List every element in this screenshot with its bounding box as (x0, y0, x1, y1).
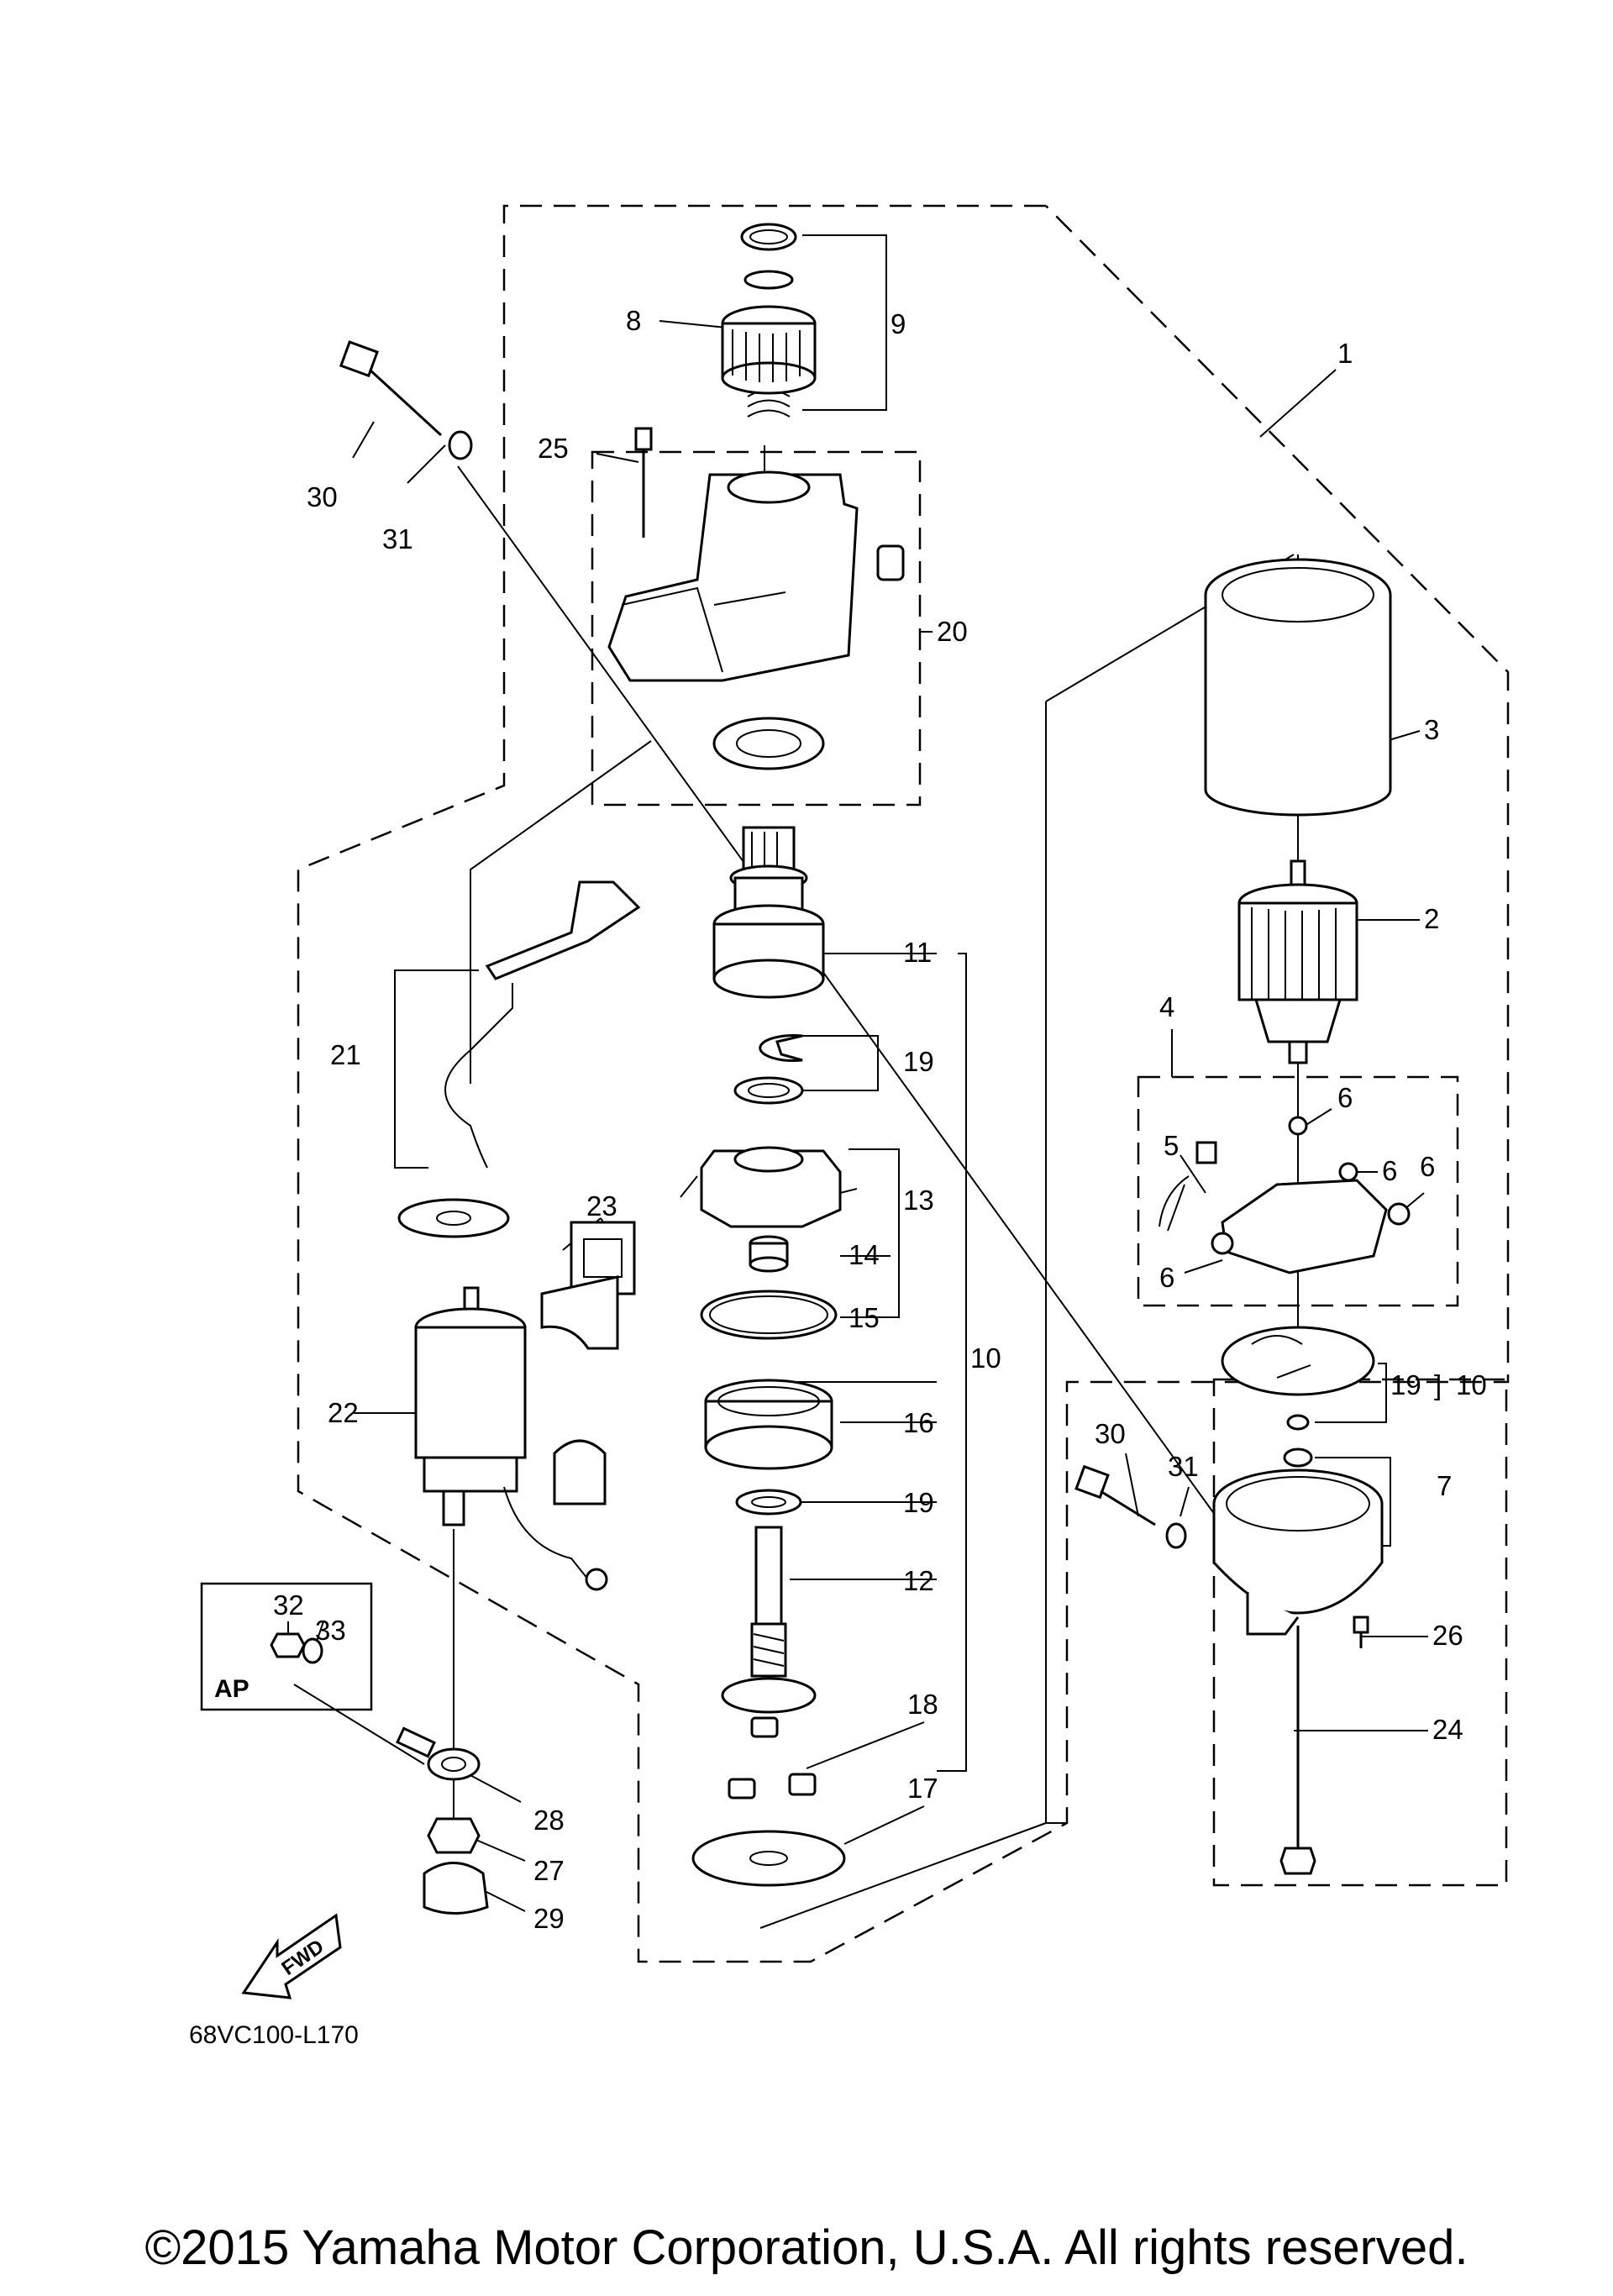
callout-31b: 31 (1168, 1451, 1199, 1482)
callout-9: 9 (891, 308, 906, 339)
bracket-19-10-right (1315, 1363, 1387, 1423)
callout-19b: 19 (903, 1487, 934, 1518)
pinion-drive (712, 826, 825, 999)
callout-15: 15 (849, 1302, 880, 1333)
callout-6d: 6 (1159, 1262, 1174, 1293)
planet-gears (728, 1716, 817, 1799)
starter-relay (414, 1286, 608, 1591)
bolt-30-left (339, 340, 443, 437)
callout-32: 32 (273, 1589, 304, 1621)
callout-27: 27 (533, 1855, 565, 1886)
washer-31-left (448, 430, 473, 460)
stopper-ring-kit (740, 223, 797, 418)
through-bolt-24 (1279, 1626, 1316, 1875)
ap-label: AP (214, 1675, 250, 1703)
callout-28: 28 (533, 1805, 565, 1836)
callout-33: 33 (315, 1615, 346, 1646)
bracket-13 (849, 1148, 900, 1318)
o-ring-15 (700, 1290, 838, 1340)
callout-6b: 6 (1382, 1155, 1397, 1186)
cap-29 (423, 1862, 489, 1915)
terminal-28 (396, 1726, 481, 1781)
rear-end-cover (1212, 1468, 1384, 1636)
exploded-parts-diagram: 1 2 3 4 5 6 6 6 6 7 8 9 10 10 11 12 13 1… (189, 204, 1510, 2049)
callout-6a: 6 (1337, 1082, 1353, 1113)
callout-17: 17 (907, 1773, 938, 1804)
callout-4: 4 (1159, 991, 1174, 1022)
callout-31a: 31 (382, 523, 413, 554)
callout-13: 13 (903, 1185, 934, 1216)
callout-21: 21 (330, 1039, 361, 1070)
brush-holder-assembly (1159, 1116, 1411, 1274)
callout-26: 26 (1432, 1620, 1463, 1651)
callout-8: 8 (626, 305, 641, 336)
output-shaft (721, 1526, 817, 1714)
callout-19-10-bracket: ] (1434, 1369, 1442, 1400)
callout-19a: 19 (903, 1046, 934, 1077)
callout-11: 11 (903, 937, 932, 968)
ap-box (200, 1582, 373, 1711)
yoke (1204, 558, 1392, 817)
internal-gear (704, 1379, 833, 1470)
plate-17 (691, 1830, 846, 1887)
callout-2: 2 (1424, 903, 1439, 934)
callout-14: 14 (849, 1239, 880, 1270)
assembly-20-outline (591, 450, 922, 806)
callout-labels: 1 2 3 4 5 6 6 6 6 7 8 9 10 10 11 12 13 1… (273, 305, 1487, 1934)
armature (1237, 859, 1358, 1064)
washer-33 (302, 1637, 323, 1664)
front-bracket-housing (607, 470, 905, 770)
pinion-gear (721, 305, 817, 395)
washer-19 (735, 1489, 802, 1516)
solenoid-plate (397, 1198, 510, 1238)
callout-19c: 19 (1390, 1369, 1421, 1400)
nut-32 (270, 1632, 306, 1658)
callout-3: 3 (1424, 714, 1439, 745)
bracket-21 (394, 969, 479, 1169)
callout-23: 23 (586, 1190, 617, 1222)
planetary-housing (680, 1146, 858, 1228)
assembly-1-outline (297, 204, 1510, 1963)
callout-7: 7 (1437, 1470, 1452, 1501)
callout-10b: 10 (1456, 1369, 1487, 1400)
clip-rings-19 (733, 1034, 804, 1105)
bolt-30-right (1074, 1464, 1156, 1526)
nut-27 (427, 1817, 481, 1854)
callout-12: 12 (903, 1565, 934, 1596)
callout-30a: 30 (307, 481, 338, 512)
callout-24: 24 (1432, 1714, 1463, 1745)
callout-30b: 30 (1095, 1418, 1126, 1449)
callout-18: 18 (907, 1689, 938, 1720)
bracket-19 (798, 1035, 879, 1091)
callout-1: 1 (1337, 338, 1353, 369)
callout-5: 5 (1164, 1130, 1179, 1161)
grommet-23 (540, 1221, 636, 1505)
callout-16: 16 (903, 1407, 934, 1438)
diagram-code: 68VC100-L170 (189, 2021, 359, 2049)
copyright-notice: ©2015 Yamaha Motor Corporation, U.S.A. A… (144, 2220, 1469, 2275)
callout-22: 22 (328, 1397, 359, 1428)
brush-plate (1221, 1326, 1375, 1468)
callout-6c: 6 (1420, 1151, 1435, 1182)
shift-lever (444, 880, 641, 1169)
washer-31-right (1165, 1522, 1187, 1549)
bracket-10 (958, 953, 967, 1772)
bushing (749, 1235, 789, 1273)
callout-29: 29 (533, 1903, 565, 1934)
callout-25: 25 (538, 433, 569, 464)
fwd-arrow-icon (241, 1913, 342, 1999)
bracket-9 (802, 234, 887, 411)
bolt-25 (634, 427, 653, 538)
callout-10a: 10 (970, 1342, 1001, 1374)
callout-20: 20 (937, 616, 968, 647)
screw-26 (1353, 1616, 1369, 1648)
